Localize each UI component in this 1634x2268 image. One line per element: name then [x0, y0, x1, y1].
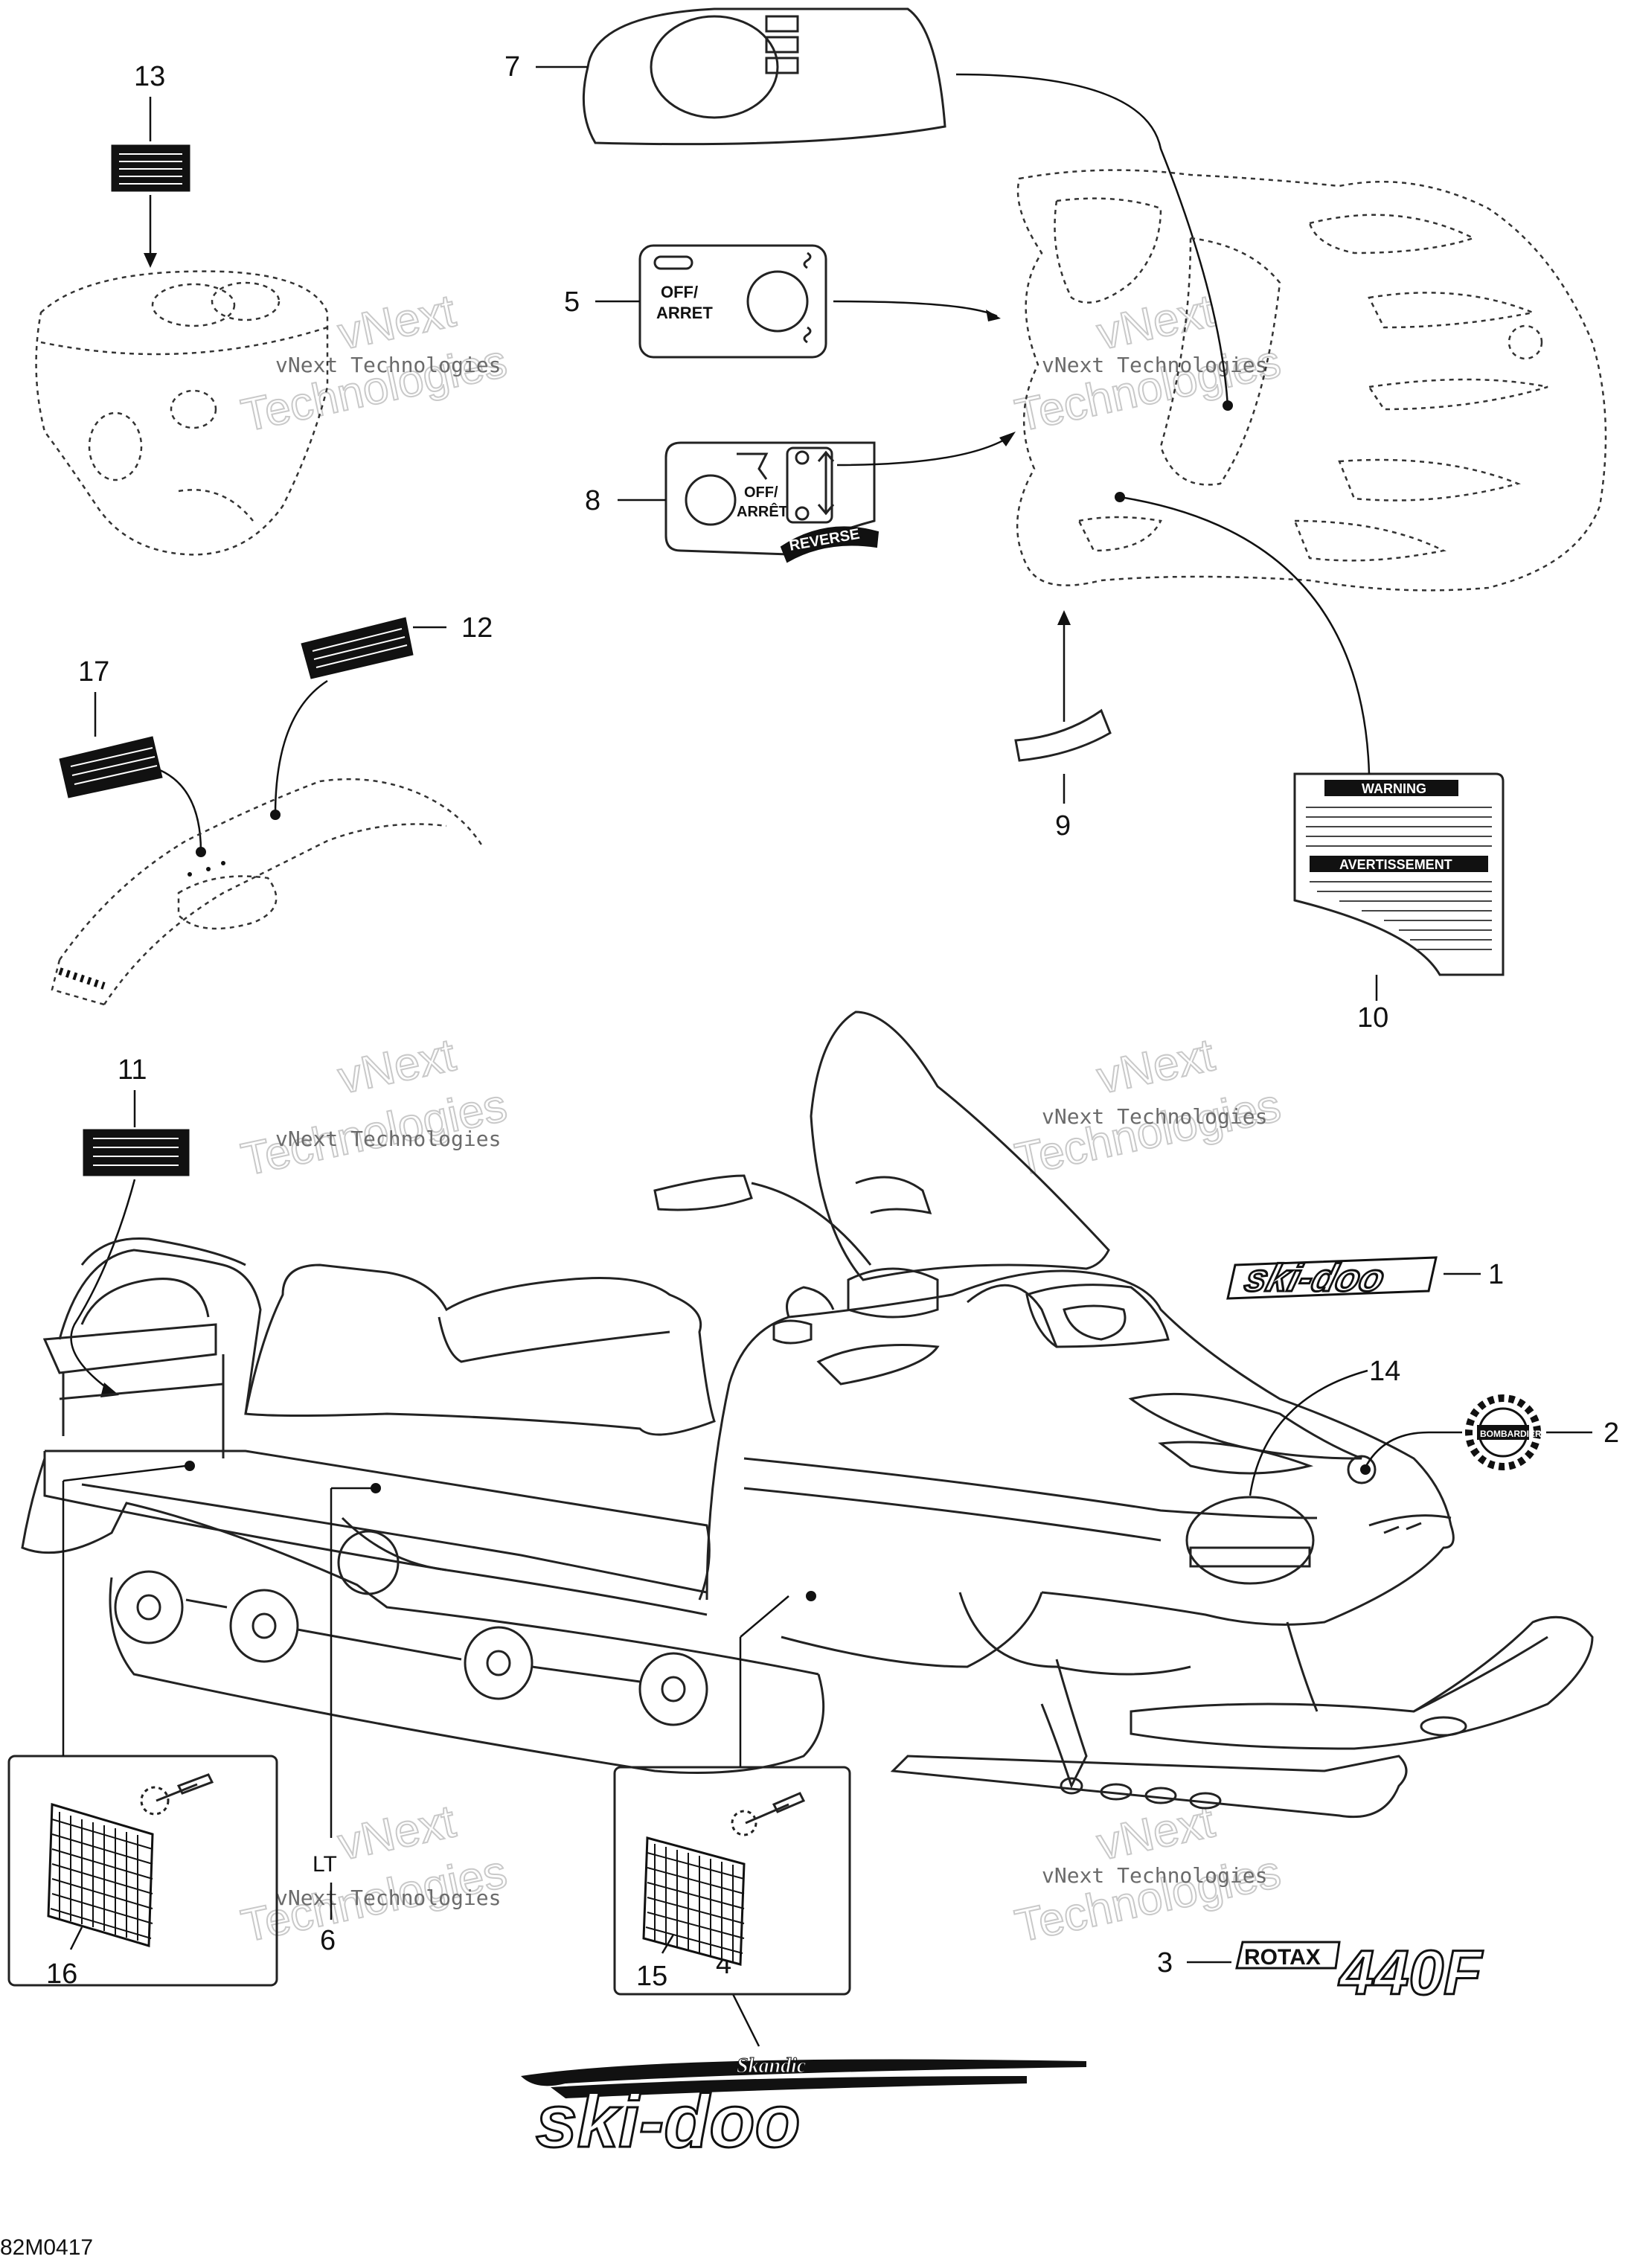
- leader-line-10: [1119, 496, 1371, 775]
- watermark-text: vNext Technologies: [275, 1886, 501, 1910]
- arrow-head-13: [144, 253, 157, 268]
- callout-2[interactable]: 2: [1603, 1418, 1619, 1449]
- hood-outline: [1016, 169, 1607, 592]
- decal-12-label[interactable]: [301, 617, 414, 679]
- watermark-top-right: Technologies vNext vNext Technologies: [1010, 284, 1286, 442]
- leader-line-8b: [836, 434, 1013, 467]
- leader-line-17b: [159, 769, 202, 853]
- decal-16-reflector-kit[interactable]: [7, 1755, 278, 1987]
- decal-9-strip[interactable]: [1014, 708, 1112, 762]
- decal-11-label[interactable]: [83, 1129, 190, 1176]
- leader-line-2c: [1364, 1431, 1429, 1468]
- label-rotax: ROTAX: [1244, 1945, 1321, 1970]
- callout-14[interactable]: 14: [1369, 1356, 1400, 1387]
- callout-10[interactable]: 10: [1357, 1002, 1388, 1034]
- leader-line-14: [1249, 1369, 1368, 1496]
- leader-line-5b: [833, 300, 998, 318]
- leader-line-12b: [274, 679, 328, 816]
- decal-2-bombardier-logo[interactable]: BOMBARDIER: [1465, 1394, 1542, 1470]
- decal-17-label[interactable]: [59, 736, 163, 798]
- label-lt: LT: [313, 1852, 337, 1877]
- watermark-text: vNext Technologies: [275, 353, 501, 377]
- arrow-head-9: [1057, 610, 1071, 625]
- watermark-big-text: vNext: [1093, 1029, 1219, 1103]
- watermark-mid-left: Technologies vNext vNext Technologies: [237, 1028, 512, 1186]
- watermark-big-text: Technologies: [1011, 1846, 1285, 1953]
- label-avertissement: AVERTISSEMENT: [1339, 857, 1452, 872]
- leader-line-11b: [70, 1179, 136, 1393]
- callout-16[interactable]: 16: [46, 1958, 77, 1990]
- decal-7-dashboard[interactable]: [582, 7, 946, 146]
- anchor-dot-7: [1223, 400, 1233, 411]
- callout-5[interactable]: 5: [564, 286, 580, 318]
- arrow-head-5: [986, 310, 1001, 321]
- leader-line-15c: [661, 1934, 675, 1954]
- watermark-text: vNext Technologies: [1042, 1863, 1267, 1888]
- diagram-reference-code: 82M0417: [0, 2235, 93, 2260]
- anchor-dot-10: [1115, 492, 1125, 502]
- decal-5-switch[interactable]: OFF/ ARRET: [638, 244, 827, 359]
- label-bombardier: BOMBARDIER: [1480, 1429, 1542, 1439]
- callout-3[interactable]: 3: [1157, 1947, 1173, 1979]
- rear-cover-outline: [51, 778, 485, 1006]
- callout-1[interactable]: 1: [1488, 1259, 1504, 1290]
- leader-line-15b: [740, 1595, 789, 1638]
- decal-1-ski-doo-logo[interactable]: ski-doo: [1226, 1255, 1438, 1301]
- watermark-big-text: Technologies: [1011, 1080, 1285, 1186]
- label-ski-doo-large: ski-doo: [536, 2080, 801, 2163]
- watermark-bottom-left: Technologies vNext vNext Technologies: [237, 1795, 512, 1953]
- callout-17[interactable]: 17: [78, 656, 109, 688]
- anchor-dot-17: [196, 847, 206, 857]
- watermark-text: vNext Technologies: [1042, 1104, 1267, 1129]
- callout-11[interactable]: 11: [118, 1054, 147, 1086]
- decal-13-label[interactable]: [111, 144, 190, 192]
- callout-13[interactable]: 13: [134, 61, 165, 92]
- leader-line-7b: [955, 73, 1229, 406]
- decal-4-skandic-ski-doo[interactable]: Skandic ski-doo: [521, 2054, 1086, 2165]
- warning-header: [1324, 780, 1458, 796]
- label-arret: ARRET: [656, 304, 713, 322]
- arrow-head-8: [999, 432, 1016, 446]
- label-arret-2: ARRÊT: [737, 502, 788, 520]
- reverse-banner: [780, 526, 880, 563]
- watermark-text: vNext Technologies: [1042, 353, 1267, 377]
- label-ski-doo-small: ski-doo: [1240, 1257, 1389, 1300]
- label-skandic: Skandic: [737, 2054, 807, 2078]
- label-off: OFF/: [661, 283, 698, 301]
- oil-tank-outline: [35, 270, 329, 556]
- decal-8-reverse-switch[interactable]: OFF/ ARRÊT REVERSE: [664, 441, 880, 563]
- anchor-dot-6: [371, 1483, 381, 1493]
- callout-7[interactable]: 7: [504, 51, 520, 83]
- leader-line-16b: [63, 1464, 187, 1482]
- callout-15[interactable]: 15: [636, 1961, 667, 1992]
- label-off-2: OFF/: [744, 484, 778, 501]
- callout-8[interactable]: 8: [585, 485, 600, 516]
- watermark-mid-right: Technologies vNext vNext Technologies: [1010, 1028, 1286, 1186]
- anchor-dot-16: [185, 1461, 195, 1471]
- watermark-top-left: Technologies vNext vNext Technologies: [237, 284, 512, 442]
- watermark-text: vNext Technologies: [275, 1127, 501, 1151]
- watermark-bottom-right: Technologies vNext vNext Technologies: [1010, 1795, 1286, 1953]
- decal-3-rotax-440f[interactable]: ROTAX 440F: [1235, 1937, 1485, 2009]
- callout-12[interactable]: 12: [461, 612, 493, 644]
- anchor-dot-15: [806, 1591, 816, 1601]
- callout-6[interactable]: 6: [320, 1925, 336, 1956]
- decal-10-warning-label[interactable]: WARNING AVERTISSEMENT: [1293, 772, 1505, 976]
- callout-9[interactable]: 9: [1055, 810, 1071, 842]
- anchor-dot-12: [270, 810, 281, 820]
- watermark-big-text: vNext: [1093, 285, 1219, 359]
- leader-line-4: [731, 1993, 760, 2047]
- label-warning: WARNING: [1362, 781, 1426, 796]
- avertissement-header: [1310, 856, 1488, 872]
- anchor-dot-2: [1360, 1464, 1371, 1475]
- decal-15-reflector-kit[interactable]: [613, 1766, 851, 1996]
- label-rotax-model: 440F: [1338, 1938, 1484, 2008]
- snowmobile-body: [21, 1010, 1594, 1819]
- watermark-big-text: Technologies: [1011, 336, 1285, 442]
- leader-line-16c: [69, 1926, 83, 1950]
